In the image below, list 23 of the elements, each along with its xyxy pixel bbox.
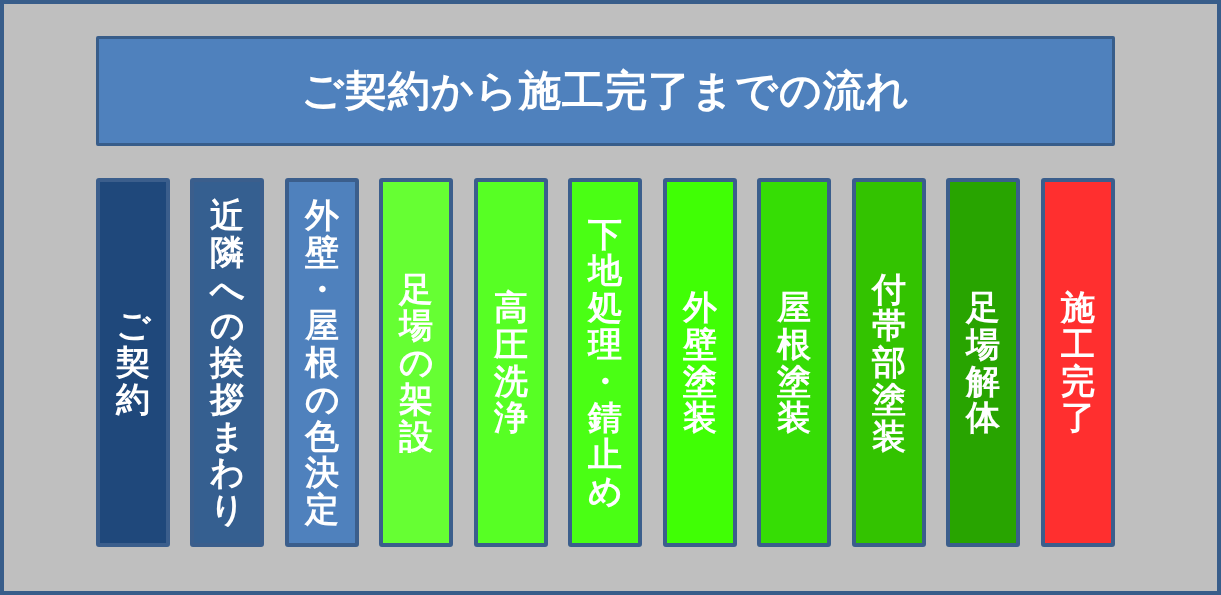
step-column (946, 178, 1020, 547)
step-label: 高圧洗浄 (494, 289, 528, 436)
step-column (1041, 178, 1115, 547)
step-label: 外壁・屋根の色決定 (305, 197, 339, 528)
step-label: 施工完了 (1061, 289, 1095, 436)
step-label: 屋根塗装 (777, 289, 811, 436)
step-column (757, 178, 831, 547)
step-column (852, 178, 926, 547)
step-label: 足場解体 (966, 289, 1000, 436)
step-label: 近隣への挨拶まわり (210, 197, 244, 528)
step-column (568, 178, 642, 547)
step-label: 足場の架設 (399, 270, 433, 455)
step-label: ご契約 (116, 307, 150, 418)
step-column (190, 178, 264, 547)
step-label: 外壁塗装 (683, 289, 717, 436)
step-column (96, 178, 170, 547)
step-column (474, 178, 548, 547)
step-column (379, 178, 453, 547)
step-label: 付帯部塗装 (872, 270, 906, 455)
step-column (285, 178, 359, 547)
step-label: 下地処理・錆止め (588, 215, 622, 510)
title-banner: ご契約から施工完了までの流れ (96, 36, 1115, 146)
step-column (663, 178, 737, 547)
